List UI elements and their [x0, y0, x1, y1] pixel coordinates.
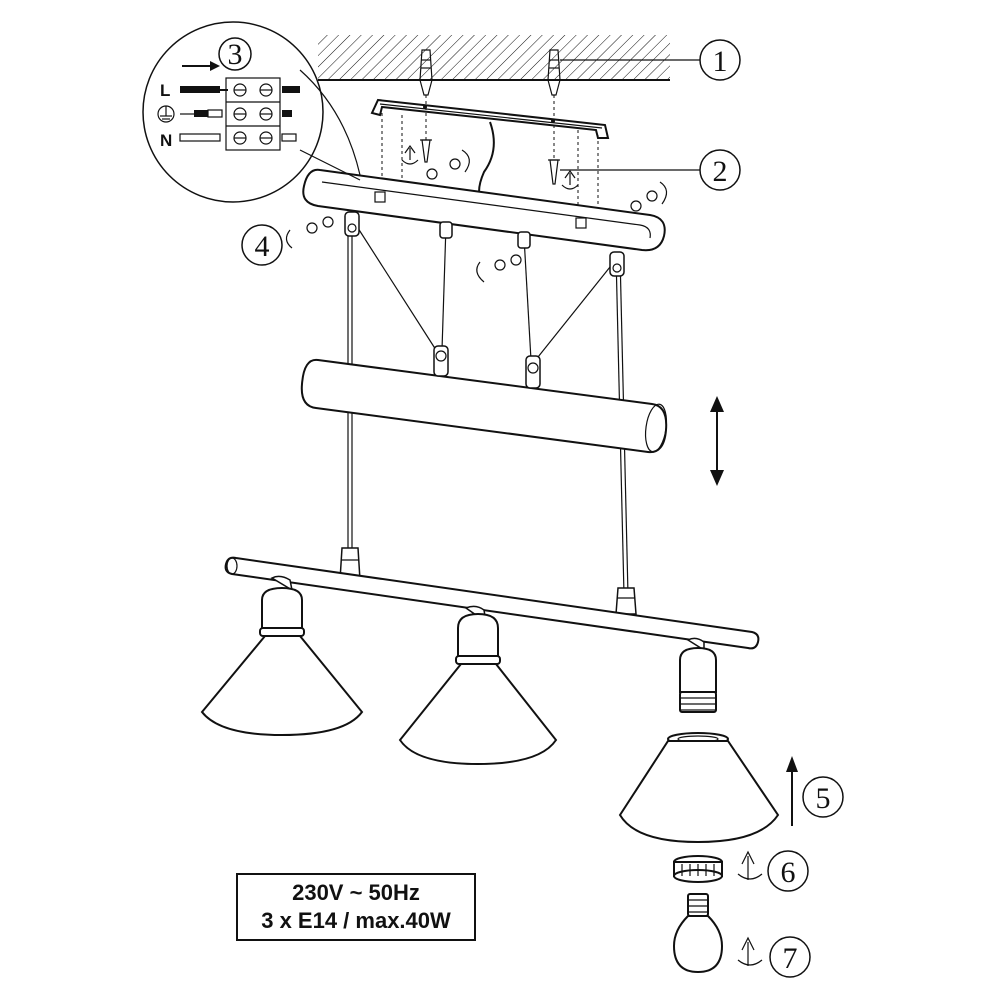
callout-1: 1 — [560, 39, 741, 81]
wall-plug-right — [547, 49, 561, 96]
svg-text:3: 3 — [228, 38, 243, 71]
screw-right — [548, 159, 560, 185]
ceiling — [318, 35, 670, 81]
power-cable — [478, 121, 495, 201]
svg-text:5: 5 — [816, 782, 831, 815]
lamp-shade-3 — [618, 732, 780, 844]
svg-text:N: N — [160, 131, 172, 150]
electrical-spec-box: 230V ~ 50Hz 3 x E14 / max.40W — [236, 873, 476, 941]
callout-5: 5 — [786, 756, 844, 826]
callout-4: 4 — [241, 216, 522, 283]
screw-left — [420, 139, 432, 163]
svg-text:4: 4 — [255, 230, 270, 263]
washer-nut — [426, 149, 668, 212]
rotate-arrow-icon — [401, 144, 419, 165]
wall-plug-left — [419, 49, 433, 96]
earth-ground-icon — [157, 105, 175, 123]
svg-text:1: 1 — [713, 45, 728, 78]
lamp-shade-1 — [200, 575, 364, 737]
callout-6: 6 — [737, 850, 809, 892]
callout-7: 7 — [737, 936, 811, 978]
pulley-connector — [344, 211, 625, 277]
shade-ring — [673, 855, 723, 883]
mounting-bracket — [370, 98, 610, 139]
rotate-arrow-icon — [561, 169, 579, 190]
wiring-detail-bubble: 3 L N — [142, 21, 361, 203]
light-bulb — [672, 893, 724, 974]
lamp-shade-2 — [398, 605, 558, 766]
svg-text:6: 6 — [781, 856, 796, 889]
lamp-bar — [224, 556, 760, 650]
svg-text:L: L — [160, 81, 170, 100]
svg-text:7: 7 — [783, 942, 798, 975]
spec-voltage: 230V ~ 50Hz — [292, 880, 420, 905]
counterweight-bar — [300, 345, 668, 454]
callout-2: 2 — [560, 149, 741, 191]
canopy — [302, 168, 666, 252]
spec-bulbs: 3 x E14 / max.40W — [261, 908, 451, 933]
lamp-socket-3 — [679, 637, 717, 713]
height-adjust-arrow-icon — [710, 396, 724, 486]
svg-text:2: 2 — [713, 155, 728, 188]
cord-grip — [339, 547, 637, 615]
